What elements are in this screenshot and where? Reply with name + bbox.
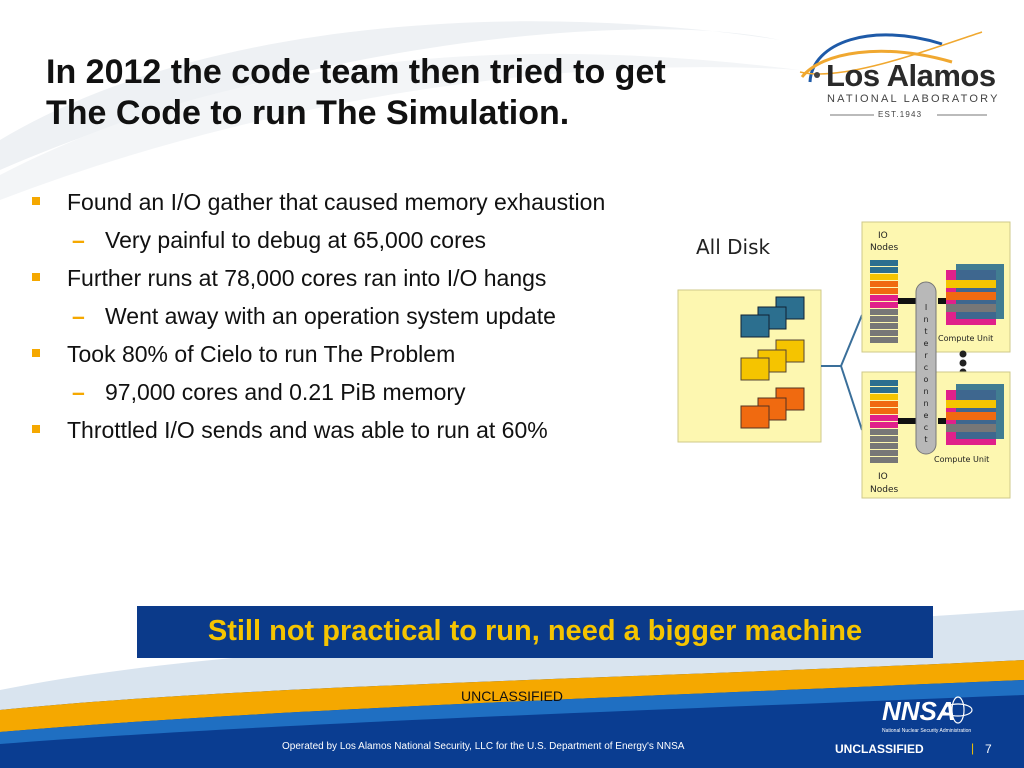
callout-box: Still not practical to run, need a bigge… [137, 606, 933, 658]
svg-text:n: n [923, 399, 928, 408]
svg-text:c: c [924, 363, 928, 372]
sub-bullet-text: Went away with an operation system updat… [105, 303, 556, 329]
svg-text:n: n [923, 387, 928, 396]
svg-text:e: e [924, 339, 929, 348]
bullet-item: Throttled I/O sends and was able to run … [28, 413, 678, 447]
io-nodes-top-2: Nodes [870, 243, 898, 253]
bullet-item: Took 80% of Cielo to run The Problem – 9… [28, 337, 678, 407]
sub-bullet-text: 97,000 cores and 0.21 PiB memory [105, 379, 466, 405]
bullet-text: Throttled I/O sends and was able to run … [67, 417, 548, 443]
bullet-square-icon [32, 197, 40, 205]
connector-line [840, 365, 863, 431]
compute-unit-top-label: Compute Unit [938, 334, 993, 343]
svg-text:NNSA: NNSA [882, 696, 956, 726]
interconnect-bar [915, 281, 937, 455]
page-number: 7 [985, 742, 992, 756]
slide-title: In 2012 the code team then tried to get … [46, 52, 786, 134]
svg-text:I: I [925, 303, 927, 312]
svg-text:t: t [924, 327, 927, 336]
dash-icon: – [72, 303, 85, 329]
io-nodes-bottom-2: Nodes [870, 485, 898, 495]
io-nodes-bottom-1: IO [878, 472, 888, 482]
unclassified-top-label: UNCLASSIFIED [461, 688, 563, 704]
nnsa-logo: NNSA National Nuclear Security Administr… [882, 696, 973, 734]
sub-bullet-text: Very painful to debug at 65,000 cores [105, 227, 487, 253]
svg-text:e: e [924, 411, 929, 420]
sub-bullet-item: – Very painful to debug at 65,000 cores [28, 225, 678, 255]
bullet-item: Further runs at 78,000 cores ran into I/… [28, 261, 678, 331]
bullet-square-icon [32, 425, 40, 433]
disk-stack-orange [740, 387, 805, 429]
svg-text:n: n [923, 315, 928, 324]
sub-bullet-item: – Went away with an operation system upd… [28, 301, 678, 331]
operated-by-text: Operated by Los Alamos National Security… [282, 741, 685, 752]
footer-band [0, 660, 1024, 768]
los-alamos-logo: Los Alamos NATIONAL LABORATORY EST.1943 [792, 22, 1007, 122]
svg-text:t: t [924, 435, 927, 444]
connector-line [821, 314, 863, 367]
dash-icon: – [72, 227, 85, 253]
sub-bullet-item: – 97,000 cores and 0.21 PiB memory [28, 377, 678, 407]
io-node-stack-bottom [870, 380, 898, 463]
title-line-1: In 2012 the code team then tried to get [46, 53, 666, 91]
svg-text:o: o [924, 375, 929, 384]
callout-text: Still not practical to run, need a bigge… [207, 615, 863, 647]
bullet-item: Found an I/O gather that caused memory e… [28, 185, 678, 255]
all-disk-diagram: All Disk IO Nodes [677, 221, 1011, 499]
logo-est: EST.1943 [878, 110, 923, 119]
dash-icon: – [72, 379, 85, 405]
bullet-text: Found an I/O gather that caused memory e… [67, 189, 606, 215]
unclassified-footer-label: UNCLASSIFIED [835, 742, 924, 756]
bullet-square-icon [32, 349, 40, 357]
compute-unit-bottom-label: Compute Unit [934, 455, 989, 464]
compute-grid-bottom [946, 384, 1004, 445]
bullet-list: Found an I/O gather that caused memory e… [28, 185, 678, 453]
footer-separator: | [971, 741, 975, 755]
logo-subtitle: NATIONAL LABORATORY [827, 93, 1000, 105]
bullet-text: Took 80% of Cielo to run The Problem [67, 341, 456, 367]
compute-grid-top [946, 264, 1004, 325]
all-disk-label: All Disk [696, 235, 771, 259]
disk-stack-yellow [740, 339, 805, 381]
title-line-2: The Code to run The Simulation. [46, 94, 570, 132]
io-node-stack-top [870, 260, 898, 343]
logo-name: Los Alamos [826, 58, 996, 93]
svg-text:c: c [924, 423, 928, 432]
bullet-square-icon [32, 273, 40, 281]
bullet-text: Further runs at 78,000 cores ran into I/… [67, 265, 547, 291]
svg-text:r: r [924, 351, 928, 360]
disk-stack-blue [740, 296, 805, 338]
svg-text:National Nuclear Security Admi: National Nuclear Security Administration [882, 728, 971, 734]
interconnect-label: I n t e r c o n n e c t [923, 303, 928, 444]
io-nodes-top-1: IO [878, 231, 888, 241]
